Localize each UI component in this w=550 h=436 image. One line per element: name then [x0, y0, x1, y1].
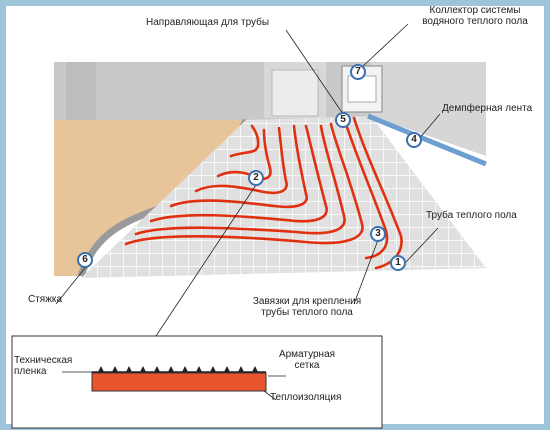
- marker-1: 1: [395, 257, 401, 268]
- heating-pipe: [124, 116, 403, 270]
- marker-7: 7: [355, 66, 361, 77]
- label-floor-pipe: Труба теплого пола: [426, 210, 517, 221]
- label-pipe-guide: Направляющая для трубы: [146, 17, 270, 28]
- floor-heating-illustration: [11, 23, 487, 429]
- mesh-spikes: [98, 366, 258, 372]
- collector-unit: [347, 75, 377, 103]
- damper-tape: [367, 113, 487, 167]
- label-film-1: Техническая: [14, 355, 73, 366]
- label-mesh-2: сетка: [294, 360, 320, 371]
- wall-column: [66, 62, 96, 120]
- label-screed: Стяжка: [28, 294, 63, 305]
- section-leaders: [62, 371, 286, 401]
- label-ties-2: трубы теплого пола: [261, 307, 353, 318]
- label-mesh-1: Арматурная: [278, 349, 336, 360]
- insulation-layer: [91, 372, 267, 392]
- label-collector-2: водяного теплого пола: [422, 16, 528, 27]
- marker-4: 4: [411, 134, 417, 145]
- marker-3: 3: [375, 228, 381, 239]
- marker-2: 2: [253, 172, 259, 183]
- marker-5: 5: [340, 114, 346, 125]
- label-film-2: пленка: [14, 366, 47, 377]
- side-wall: [371, 62, 486, 156]
- label-insulation: Теплоизоляция: [270, 392, 342, 403]
- door-opening: [271, 69, 319, 117]
- marker-6: 6: [82, 254, 88, 265]
- label-damper-tape: Демпферная лента: [442, 103, 533, 114]
- label-collector-1: Коллектор системы: [429, 5, 521, 16]
- marker-rings: [77, 64, 422, 271]
- label-ties-1: Завязки для крепления: [252, 296, 362, 307]
- leader-lines: [55, 23, 441, 337]
